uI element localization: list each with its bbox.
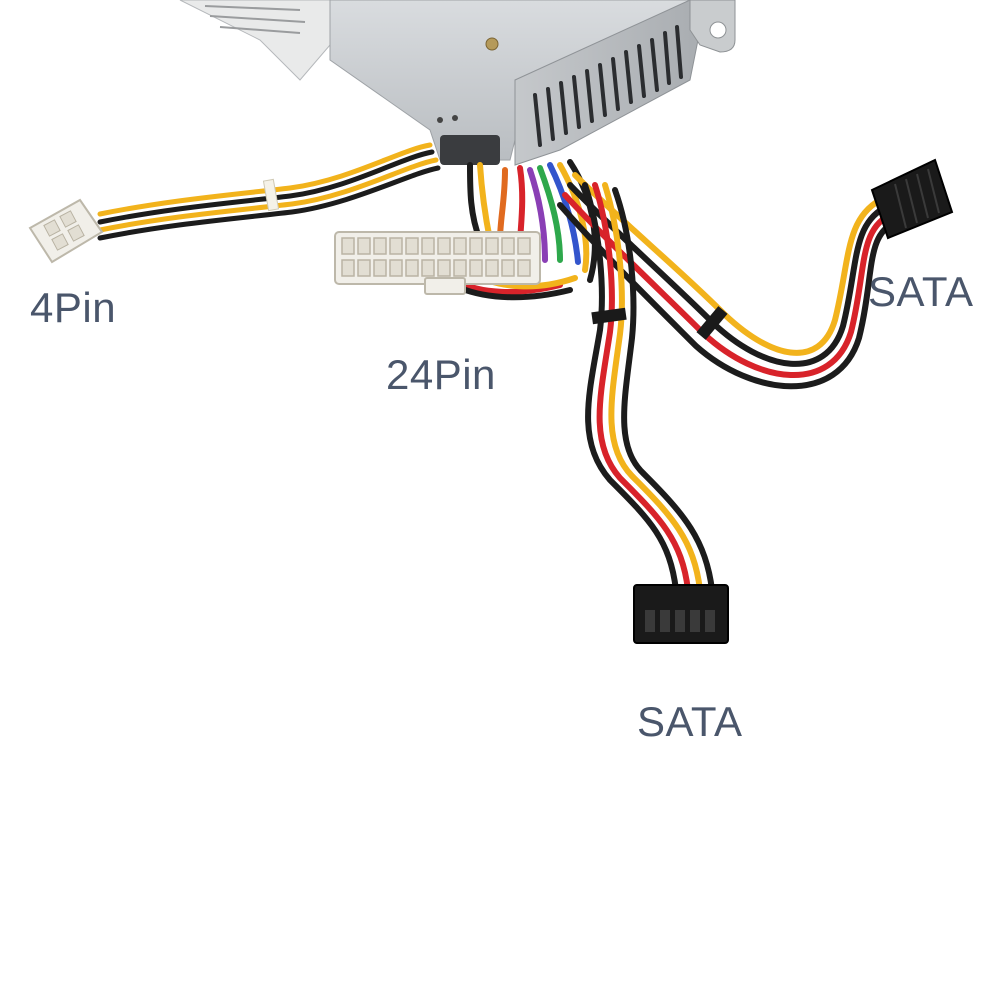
sata-connector-right bbox=[870, 158, 954, 240]
psu-small-hole bbox=[437, 117, 443, 123]
psu-label-text-lines bbox=[204, 5, 306, 34]
four-pin-connector bbox=[28, 198, 104, 264]
power-supply-unit bbox=[179, 0, 736, 166]
twenty-four-pin-connector bbox=[334, 231, 541, 295]
psu-small-hole bbox=[452, 115, 458, 121]
sata-cable-right bbox=[557, 172, 895, 390]
cable-tie bbox=[591, 307, 627, 325]
cable-tie bbox=[262, 178, 280, 212]
sata-cable-bottom bbox=[582, 182, 715, 593]
twenty-four-pin-slots bbox=[341, 237, 531, 277]
label-sata-bottom: SATA bbox=[637, 698, 743, 745]
psu-screw bbox=[485, 37, 499, 51]
cable-tie bbox=[696, 306, 728, 340]
four-pin-cable bbox=[97, 142, 441, 241]
label-4pin: 4Pin bbox=[30, 284, 117, 331]
psu-label-panel bbox=[179, 0, 341, 81]
psu-vent-slots bbox=[533, 25, 683, 147]
psu-cable-exit bbox=[440, 135, 500, 165]
label-sata-right: SATA bbox=[868, 268, 974, 315]
sata-connector-bottom bbox=[633, 584, 729, 644]
mounting-hole bbox=[709, 21, 727, 39]
label-24pin: 24Pin bbox=[386, 351, 496, 398]
